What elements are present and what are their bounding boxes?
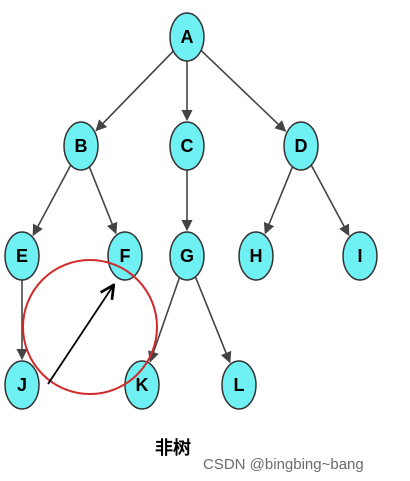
node-label-h: H bbox=[250, 246, 263, 266]
node-shape-i bbox=[342, 231, 378, 281]
node-shape-l bbox=[221, 360, 257, 410]
node-label-a: A bbox=[181, 27, 194, 47]
node-e: E bbox=[4, 231, 40, 281]
extra-edge-j-f bbox=[47, 286, 113, 385]
node-label-e: E bbox=[16, 246, 28, 266]
node-c: C bbox=[169, 121, 205, 171]
node-shape-d bbox=[283, 121, 319, 171]
node-g: G bbox=[169, 231, 205, 281]
node-b: B bbox=[63, 121, 99, 171]
nodes-layer: A B C D E F G H I J K L bbox=[4, 12, 378, 410]
node-shape-c bbox=[169, 121, 205, 171]
node-label-j: J bbox=[17, 375, 27, 395]
node-label-l: L bbox=[234, 375, 245, 395]
node-l: L bbox=[221, 360, 257, 410]
node-label-b: B bbox=[75, 136, 88, 156]
node-shape-j bbox=[4, 360, 40, 410]
node-shape-h bbox=[238, 231, 274, 281]
edge-g-k bbox=[148, 277, 181, 363]
edges-layer bbox=[16, 49, 350, 364]
node-i: I bbox=[342, 231, 378, 281]
node-label-g: G bbox=[180, 246, 194, 266]
overlay-layer bbox=[22, 259, 158, 395]
edge-d-h bbox=[263, 166, 294, 235]
edge-a-d bbox=[200, 49, 287, 132]
node-f: F bbox=[107, 231, 143, 281]
node-a: A bbox=[169, 12, 205, 62]
edge-d-i bbox=[310, 164, 350, 237]
node-shape-a bbox=[169, 12, 205, 62]
edge-a-b bbox=[95, 50, 174, 132]
node-h: H bbox=[238, 231, 274, 281]
node-shape-b bbox=[63, 121, 99, 171]
node-shape-f bbox=[107, 231, 143, 281]
node-label-c: C bbox=[181, 136, 194, 156]
edge-b-f bbox=[88, 166, 118, 235]
node-j: J bbox=[4, 360, 40, 410]
node-label-i: I bbox=[357, 246, 362, 266]
node-label-d: D bbox=[295, 136, 308, 156]
node-shape-g bbox=[169, 231, 205, 281]
node-shape-e bbox=[4, 231, 40, 281]
node-label-k: K bbox=[136, 375, 149, 395]
caption: 非树 bbox=[155, 437, 191, 459]
edge-g-l bbox=[194, 276, 232, 364]
highlight-circle bbox=[22, 259, 158, 395]
node-label-f: F bbox=[120, 246, 131, 266]
node-d: D bbox=[283, 121, 319, 171]
watermark: CSDN @bingbing~bang bbox=[203, 456, 364, 473]
edge-b-e bbox=[32, 164, 72, 237]
